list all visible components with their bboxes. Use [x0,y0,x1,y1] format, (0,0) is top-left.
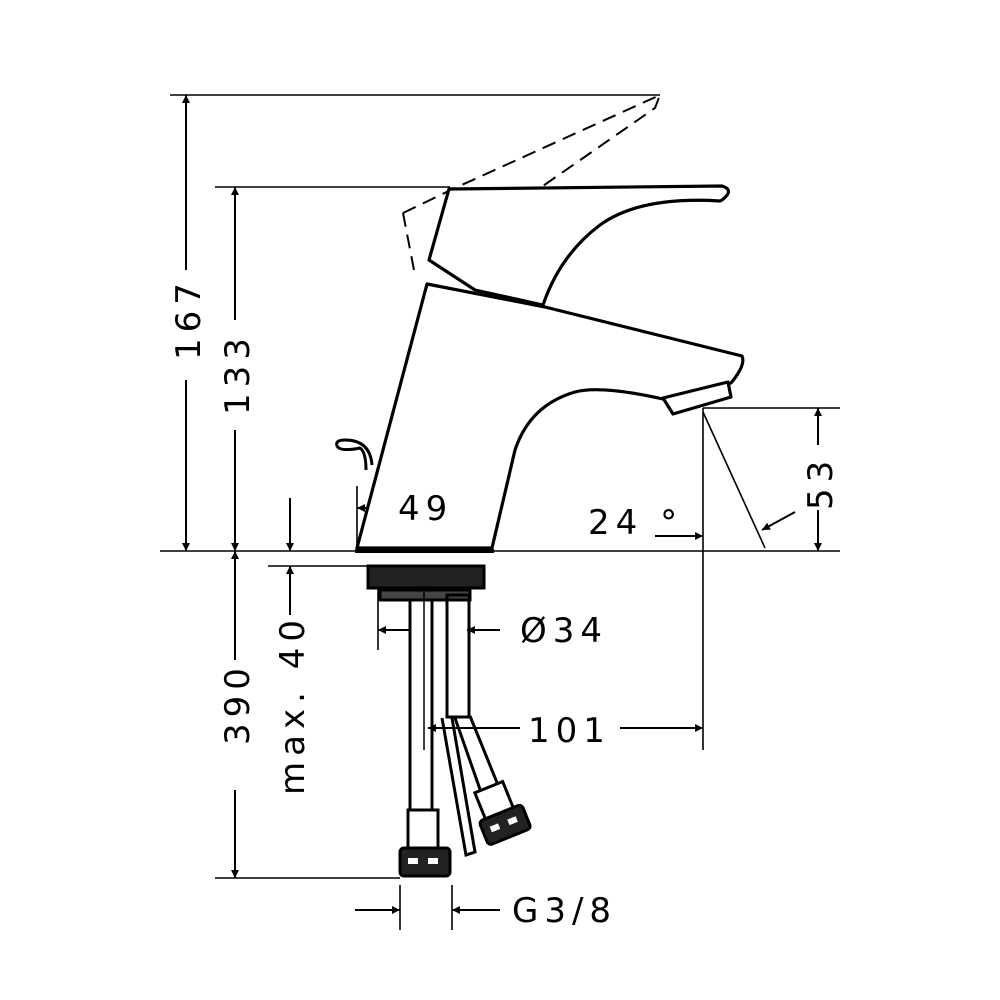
dim-24-arrow-2 [761,511,796,531]
label-g3-8: G3/8 [512,891,617,931]
label-49: 49 [398,489,453,529]
label-101: 101 [528,711,611,751]
label-167: 167 [169,277,209,360]
hoses [366,564,532,878]
lever-open-dashed [402,93,662,271]
label-24-deg: 24 ° [588,503,683,543]
label-390: 390 [218,662,258,745]
label-133: 133 [218,332,258,415]
popup-rod [335,438,374,471]
faucet-body [335,184,745,553]
label-max-40: max. 40 [273,614,313,795]
label-53: 53 [801,455,841,510]
label-diameter-34: Ø34 [520,611,608,651]
